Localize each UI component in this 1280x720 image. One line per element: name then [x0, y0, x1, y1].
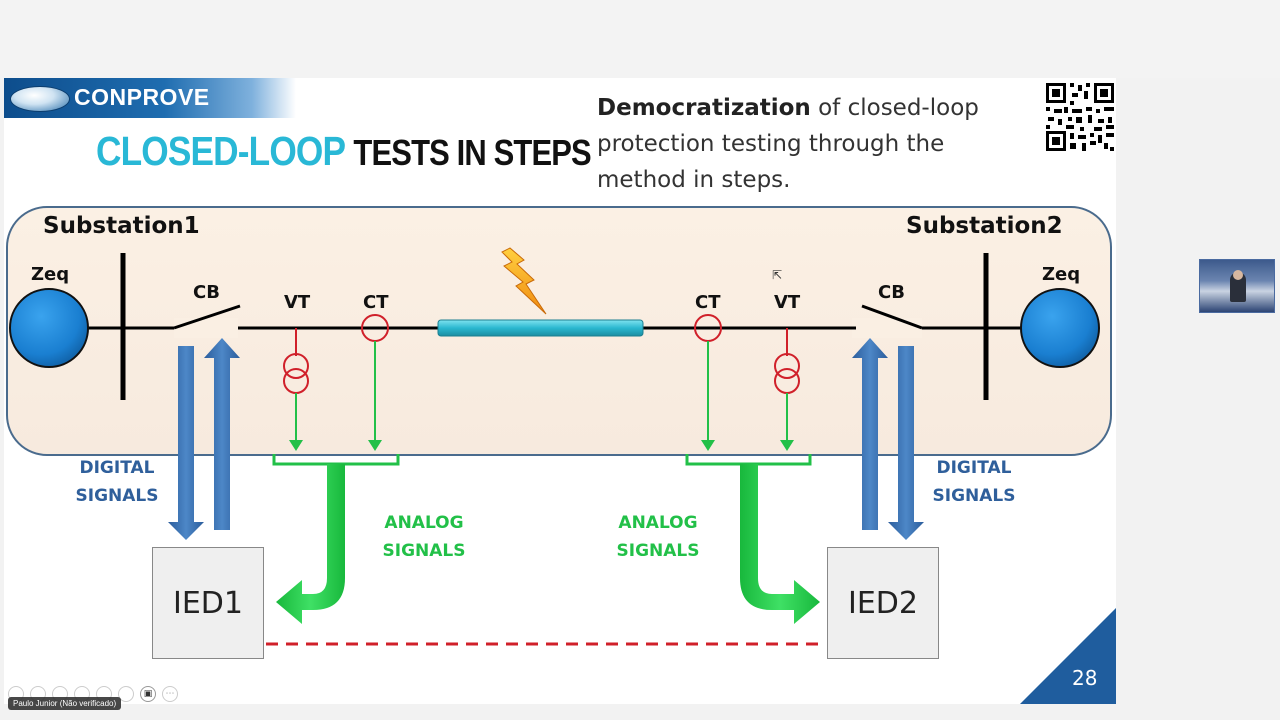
ied2-box: IED2: [827, 547, 939, 659]
page-number: 28: [1072, 666, 1098, 690]
subtitle-rest: of closed-loop protection testing throug…: [597, 95, 979, 193]
vt-left-label: VT: [284, 292, 311, 313]
ied1-box: IED1: [152, 547, 264, 659]
analog-right-line2: SIGNALS: [616, 541, 700, 561]
cb-left-label: CB: [193, 282, 220, 303]
vt-left-icon: [283, 353, 309, 379]
digital-left-line2: SIGNALS: [75, 486, 159, 506]
participant-face: [1233, 270, 1243, 280]
closed-loop-diagram: [6, 206, 1116, 704]
title-rest: TESTS IN STEPS: [353, 132, 591, 173]
zeq-right-label: Zeq: [1042, 264, 1081, 285]
ct-left-label: CT: [363, 292, 389, 313]
participant-name-label: Paulo Junior (Não verificado): [8, 697, 122, 710]
presentation-slide: CONPROVE CLOSED-LOOP TESTS IN STEPS Demo…: [4, 78, 1116, 704]
participant-video-thumbnail[interactable]: [1199, 259, 1275, 313]
slide-subtitle: Democratization of closed-loop protectio…: [597, 90, 1017, 198]
participant-figure: [1230, 272, 1246, 302]
digital-signals-right-label: DIGITAL SIGNALS: [929, 454, 1019, 510]
cb-left-switch: [173, 304, 241, 330]
analog-left-line1: ANALOG: [384, 513, 464, 533]
zeq-left-label: Zeq: [31, 264, 70, 285]
logo-text: CONPROVE: [74, 84, 210, 110]
mouse-cursor-icon: ⇱: [772, 268, 783, 282]
fault-lightning-icon: [501, 247, 547, 315]
substation1-label: Substation1: [43, 213, 200, 239]
analog-left-line2: SIGNALS: [382, 541, 466, 561]
more-icon[interactable]: ⋯: [162, 686, 178, 702]
analog-arrow-left: [276, 464, 345, 624]
ct-right-label: CT: [695, 292, 721, 313]
substation2-label: Substation2: [906, 213, 1063, 239]
browser-top-area: [0, 0, 1280, 78]
control-icon-6[interactable]: [118, 686, 134, 702]
subtitle-bold: Democratization: [597, 95, 811, 121]
page-number-corner: [1020, 608, 1116, 704]
digital-arrow-right-down: [888, 346, 924, 540]
analog-arrow-right: [740, 464, 820, 624]
title-highlight: CLOSED-LOOP: [96, 128, 345, 174]
cb-right-switch: [861, 304, 923, 330]
vt-right-icon: [774, 353, 800, 379]
analog-signals-right-label: ANALOG SIGNALS: [612, 509, 704, 565]
digital-signals-left-label: DIGITAL SIGNALS: [72, 454, 162, 510]
zeq-source-right: [1020, 288, 1100, 368]
slide-title: CLOSED-LOOP TESTS IN STEPS: [96, 128, 592, 175]
camera-icon[interactable]: ▣: [140, 686, 156, 702]
digital-arrow-right-up: [852, 338, 888, 530]
conprove-logo: CONPROVE: [4, 78, 296, 118]
analog-signals-left-label: ANALOG SIGNALS: [378, 509, 470, 565]
digital-right-line1: DIGITAL: [936, 458, 1012, 478]
digital-arrow-left-down: [168, 346, 204, 540]
zeq-source-left: [9, 288, 89, 368]
analog-right-line1: ANALOG: [618, 513, 698, 533]
vt-right-label: VT: [774, 292, 801, 313]
qr-code-icon: [1044, 81, 1116, 153]
digital-arrow-left-up: [204, 338, 240, 530]
digital-left-line1: DIGITAL: [79, 458, 155, 478]
logo-emblem-icon: [10, 86, 70, 112]
cb-right-label: CB: [878, 282, 905, 303]
digital-right-line2: SIGNALS: [932, 486, 1016, 506]
protected-line-bar: [437, 319, 644, 337]
